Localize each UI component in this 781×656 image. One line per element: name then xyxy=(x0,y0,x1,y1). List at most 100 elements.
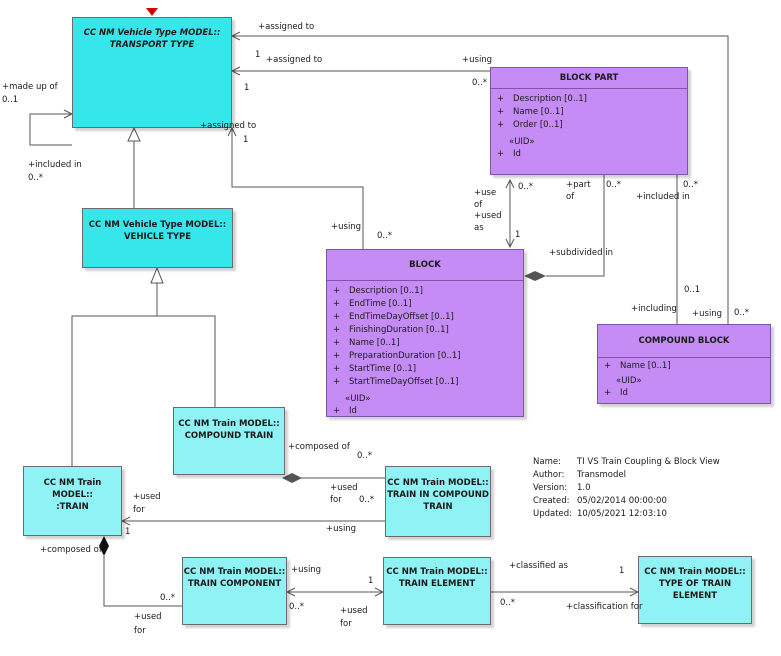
transport-type-name: TRANSPORT TYPE xyxy=(109,40,195,50)
role-label: +use xyxy=(474,188,497,198)
role-label: +assigned to xyxy=(200,121,257,131)
multiplicity-label: 0..* xyxy=(683,180,699,190)
compound-train-class[interactable]: CC NM Train MODEL:: COMPOUND TRAIN xyxy=(173,407,285,475)
multiplicity-label: 1 xyxy=(125,527,131,537)
role-label: of xyxy=(566,192,575,202)
multiplicity-label: 0..* xyxy=(500,598,516,608)
role-label: +made up of xyxy=(2,82,58,92)
tic-name-1: TRAIN IN COMPOUND xyxy=(387,490,489,500)
diagram-metadata: Name:TI VS Train Coupling & Block View A… xyxy=(533,456,720,521)
multiplicity-label: 1 xyxy=(255,50,261,60)
role-label: +included in xyxy=(28,160,82,170)
tic-package: CC NM Train MODEL:: xyxy=(387,478,489,488)
train-name: :TRAIN xyxy=(56,502,89,512)
attribute-row: +Description [0..1] xyxy=(497,94,587,104)
role-label: +composed of xyxy=(40,545,102,555)
attribute-row: +EndTimeDayOffset [0..1] xyxy=(333,312,454,322)
block-class[interactable]: BLOCK +Description [0..1] +EndTime [0..1… xyxy=(326,249,524,417)
multiplicity-label: 1 xyxy=(368,576,374,586)
multiplicity-label: 0..* xyxy=(734,308,750,318)
assoc-block-part-subdivided xyxy=(546,175,605,277)
attribute-row: +Id xyxy=(497,149,521,159)
assoc-compound-block-transport-type xyxy=(232,35,729,324)
train-component-class[interactable]: CC NM Train MODEL:: TRAIN COMPONENT xyxy=(182,557,287,625)
role-label: +using xyxy=(331,222,362,232)
role-label: of xyxy=(474,200,483,210)
role-label: +used xyxy=(330,483,358,493)
train-component-package: CC NM Train MODEL:: xyxy=(183,567,286,577)
role-label: +including xyxy=(631,304,677,314)
role-label: +composed of xyxy=(288,442,350,452)
meta-version-row: Version:1.0 xyxy=(533,483,591,493)
multiplicity-label: 0..* xyxy=(377,231,393,241)
vehicle-type-package: CC NM Vehicle Type MODEL:: xyxy=(88,220,227,230)
generalization-arrow-2 xyxy=(150,266,164,284)
attribute-row: +PreparationDuration [0..1] xyxy=(333,351,461,361)
vehicle-type-class[interactable]: CC NM Vehicle Type MODEL:: VEHICLE TYPE xyxy=(82,208,233,268)
meta-name-row: Name:TI VS Train Coupling & Block View xyxy=(533,457,720,467)
attribute-row: +Name [0..1] xyxy=(497,107,564,117)
multiplicity-label: 0..* xyxy=(518,182,534,192)
meta-updated-row: Updated:10/05/2021 12:03:10 xyxy=(533,509,667,519)
compound-block-title: COMPOUND BLOCK xyxy=(598,325,770,358)
compound-block-class[interactable]: COMPOUND BLOCK +Name [0..1] «UID» +Id xyxy=(597,324,771,404)
assoc-transport-type-self xyxy=(29,113,72,146)
train-element-class[interactable]: CC NM Train MODEL:: TRAIN ELEMENT xyxy=(383,557,491,625)
generalization-arrow-1 xyxy=(127,126,141,142)
meta-created-row: Created:05/02/2014 00:00:00 xyxy=(533,496,667,506)
attribute-row: +StartTime [0..1] xyxy=(333,364,417,374)
tote-package: CC NM Train MODEL:: xyxy=(644,567,746,577)
train-element-package: CC NM Train MODEL:: xyxy=(386,567,488,577)
train-component-name: TRAIN COMPONENT xyxy=(187,579,282,589)
attribute-row: +Id xyxy=(333,406,357,416)
multiplicity-label: 0..1 xyxy=(684,285,701,295)
role-label: +included in xyxy=(636,192,690,202)
composition-diamond-block xyxy=(524,271,546,281)
compound-train-name: COMPOUND TRAIN xyxy=(184,431,274,441)
multiplicity-label: 0..* xyxy=(28,173,44,183)
role-label: +using xyxy=(462,55,493,65)
train-package: CC NM Train MODEL:: xyxy=(43,478,102,500)
generalization-train xyxy=(71,283,158,466)
role-label: for xyxy=(340,619,352,629)
role-label: +part xyxy=(566,180,591,190)
train-element-name: TRAIN ELEMENT xyxy=(398,579,476,589)
multiplicity-label: 0..* xyxy=(359,495,375,505)
multiplicity-label: 1 xyxy=(243,135,249,145)
multiplicity-label: 1 xyxy=(515,230,521,240)
role-label: for xyxy=(133,505,145,515)
compound-train-package: CC NM Train MODEL:: xyxy=(178,419,280,429)
multiplicity-label: 1 xyxy=(244,83,250,93)
attribute-row: +FinishingDuration [0..1] xyxy=(333,325,449,335)
composition-diamond-train xyxy=(99,536,109,556)
block-part-class[interactable]: BLOCK PART +Description [0..1] +Name [0.… xyxy=(490,67,688,175)
role-label: for xyxy=(330,495,342,505)
composition-diamond-compound-train xyxy=(282,473,302,483)
multiplicity-label: 0..* xyxy=(160,593,176,603)
role-label: +classified as xyxy=(509,561,568,571)
attribute-row: +Description [0..1] xyxy=(333,286,423,296)
train-in-compound-train-class[interactable]: CC NM Train MODEL:: TRAIN IN COMPOUND TR… xyxy=(385,466,491,537)
role-label: +assigned to xyxy=(258,22,315,32)
block-title: BLOCK xyxy=(327,250,523,281)
transport-type-package: CC NM Vehicle Type MODEL:: xyxy=(83,28,221,38)
attribute-row: +StartTimeDayOffset [0..1] xyxy=(333,377,459,387)
vehicle-type-name: VEHICLE TYPE xyxy=(123,232,192,242)
uid-stereotype: «UID» xyxy=(616,376,642,386)
transport-type-class[interactable]: CC NM Vehicle Type MODEL:: TRANSPORT TYP… xyxy=(72,17,232,128)
role-label: +using xyxy=(692,309,723,319)
role-label: for xyxy=(134,626,146,636)
attribute-row: +Order [0..1] xyxy=(497,120,563,130)
train-class[interactable]: CC NM Train MODEL:: :TRAIN xyxy=(23,466,122,536)
multiplicity-label: 0..* xyxy=(472,78,488,88)
type-of-train-element-class[interactable]: CC NM Train MODEL:: TYPE OF TRAIN ELEMEN… xyxy=(638,556,752,624)
assoc-block-transport-type xyxy=(231,128,364,249)
attribute-row: +Id xyxy=(604,388,628,398)
role-label: +using xyxy=(326,524,357,534)
multiplicity-label: 0..1 xyxy=(2,95,19,105)
role-label: +used xyxy=(134,612,162,622)
uid-stereotype: «UID» xyxy=(345,394,371,404)
tote-name: TYPE OF TRAIN ELEMENT xyxy=(658,579,732,601)
multiplicity-label: 0..* xyxy=(357,451,373,461)
